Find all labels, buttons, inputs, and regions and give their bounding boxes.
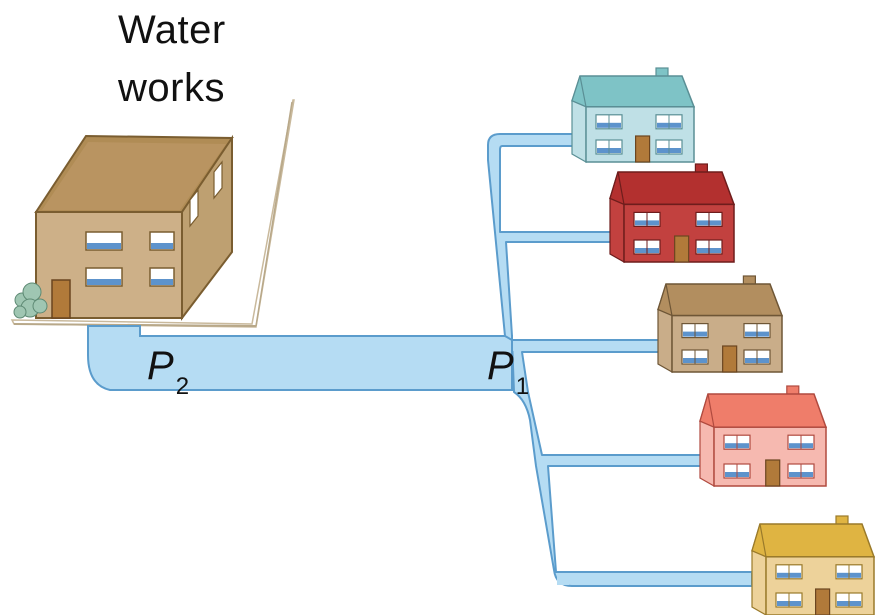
- main-pipe: [87, 325, 513, 391]
- bush: [13, 282, 48, 319]
- houses: [571, 67, 875, 615]
- p1-subscript: 1: [515, 373, 530, 400]
- waterworks-building: [34, 134, 234, 321]
- p2-subscript: 2: [175, 373, 190, 400]
- pressure-label-p1: P1: [487, 346, 529, 401]
- house-3: [657, 275, 784, 374]
- pressure-label-p2: P2: [147, 346, 189, 401]
- title-water: Water: [118, 8, 226, 52]
- p2-letter: P: [147, 344, 174, 388]
- house-1: [571, 67, 696, 164]
- house-2: [609, 163, 736, 264]
- house-5: [751, 515, 875, 615]
- title-works: works: [118, 66, 225, 110]
- house-4: [699, 385, 828, 488]
- p1-letter: P: [487, 344, 514, 388]
